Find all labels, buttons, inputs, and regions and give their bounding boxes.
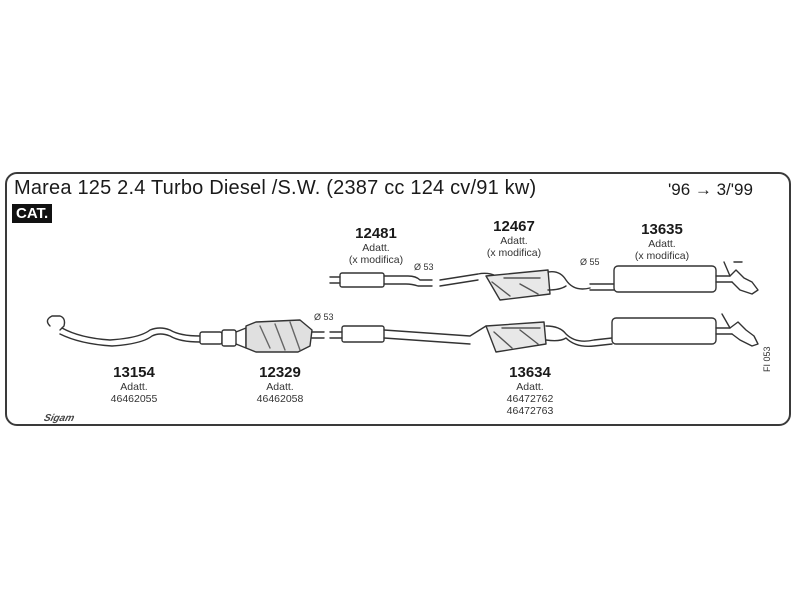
part-note: 46472762 <box>506 393 554 405</box>
part-note: Adatt. <box>266 381 294 393</box>
part-note: Adatt. <box>500 235 528 247</box>
part-label-13635: 13635 Adatt. (x modifica) <box>635 221 689 262</box>
diameter-label-2: Ø 55 <box>580 257 600 267</box>
part-note: 46462058 <box>256 393 304 405</box>
page-title: Marea 125 2.4 Turbo Diesel /S.W. (2387 c… <box>14 177 537 199</box>
part-number: 12481 <box>355 225 397 242</box>
part-label-13634: 13634 Adatt. 46472762 46472763 <box>507 364 554 417</box>
part-note: Adatt. <box>516 381 544 393</box>
part-note: (x modifica) <box>348 254 404 266</box>
part-number: 13635 <box>641 221 683 238</box>
year-range: '96 → 3/'99 <box>668 180 753 199</box>
part-number: 12329 <box>259 364 301 381</box>
part-note: (x modifica) <box>634 250 690 262</box>
part-note: 46472763 <box>506 405 554 417</box>
part-label-12467: 12467 Adatt. (x modifica) <box>487 218 541 259</box>
part-number: 13634 <box>509 364 551 381</box>
catalyst-12329 <box>235 319 325 353</box>
part-note: Adatt. <box>362 242 390 254</box>
diameter-label-1: Ø 53 <box>414 262 434 272</box>
pipe-12467 <box>439 269 591 301</box>
brand-logo: Sigam <box>42 413 76 424</box>
part-label-12481: 12481 Adatt. (x modifica) <box>349 225 403 266</box>
diagram-code: FI 053 <box>762 346 772 372</box>
pipe-13635 <box>589 261 759 295</box>
pipe-13154 <box>46 315 237 347</box>
cat-badge: CAT. <box>12 204 53 223</box>
part-note: 46462055 <box>110 393 158 405</box>
pipe-13634 <box>329 313 759 353</box>
part-note: Adatt. <box>120 381 148 393</box>
diameter-label-3: Ø 53 <box>314 312 334 322</box>
part-label-12329: 12329 Adatt. 46462058 <box>257 364 304 405</box>
part-note: (x modifica) <box>486 247 542 259</box>
diagram-panel <box>5 172 791 426</box>
part-number: 13154 <box>113 364 155 381</box>
pipe-12481 <box>329 272 433 288</box>
part-number: 12467 <box>493 218 535 235</box>
part-label-13154: 13154 Adatt. 46462055 <box>111 364 158 405</box>
part-note: Adatt. <box>648 238 676 250</box>
